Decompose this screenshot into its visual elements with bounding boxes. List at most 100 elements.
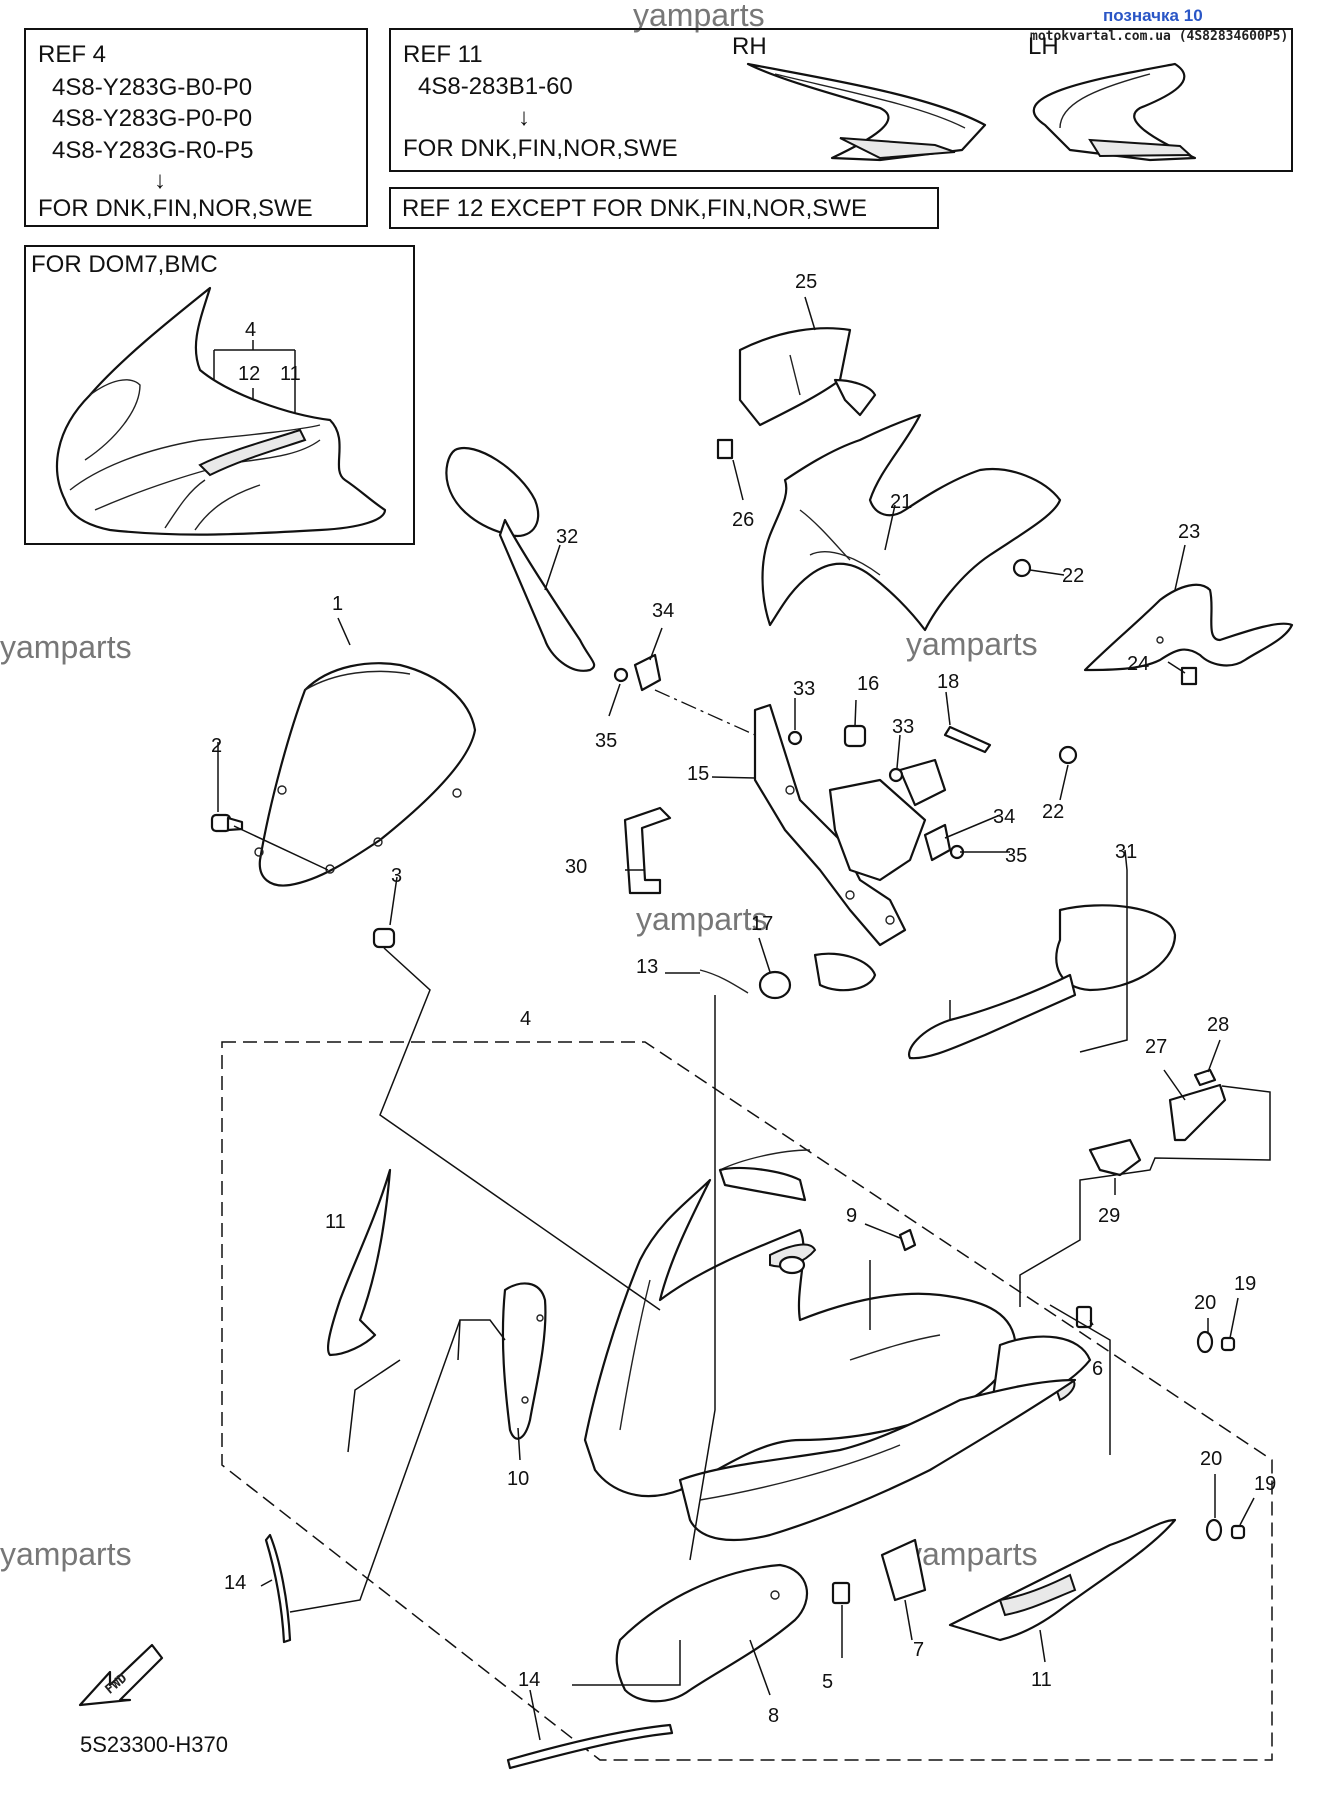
callout-24: 24 xyxy=(1127,653,1149,675)
callout-20-lower: 20 xyxy=(1200,1448,1222,1470)
grommet-16 xyxy=(843,724,867,748)
clip-26 xyxy=(716,438,734,460)
callout-29: 29 xyxy=(1098,1205,1120,1227)
watermark-mid-2: yamparts xyxy=(636,901,768,937)
screw-19-lower xyxy=(1230,1524,1246,1540)
callout-22-upper: 22 xyxy=(1062,565,1084,587)
callout-3: 3 xyxy=(391,865,402,887)
decal-lh xyxy=(1032,62,1197,162)
leader-lines xyxy=(217,296,1271,1741)
screw-19-upper xyxy=(1220,1336,1236,1352)
screw-9 xyxy=(898,1228,917,1252)
callout-5: 5 xyxy=(822,1671,833,1693)
decal-11-left xyxy=(326,1168,392,1357)
clip-5 xyxy=(831,1581,851,1605)
grommet-17 xyxy=(758,970,792,1000)
washer-20-upper xyxy=(1196,1330,1214,1354)
bracket-27 xyxy=(1168,1083,1227,1142)
side-cowling-lower xyxy=(678,1378,1077,1542)
callout-18: 18 xyxy=(937,671,959,693)
inset-label-4: 4 xyxy=(245,319,256,341)
nut-33-right xyxy=(888,767,904,783)
ref12-text: REF 12 EXCEPT FOR DNK,FIN,NOR,SWE xyxy=(402,195,867,222)
washer-20-lower xyxy=(1205,1518,1223,1542)
callout-31: 31 xyxy=(1115,841,1137,863)
upper-cowling xyxy=(583,1149,1076,1498)
callout-26: 26 xyxy=(732,509,754,531)
callout-23: 23 xyxy=(1178,521,1200,543)
diagram-code: 5S23300-H370 xyxy=(80,1732,228,1757)
callout-11-right: 11 xyxy=(1031,1669,1052,1691)
callout-34-left: 34 xyxy=(652,600,674,622)
callout-30: 30 xyxy=(565,856,587,878)
inner-panel-25 xyxy=(738,327,877,427)
bracket-7 xyxy=(880,1538,927,1602)
ref11-box: REF 11 4S8-283B1-60 ↓ FOR DNK,FIN,NOR,SW… xyxy=(389,28,1293,172)
mount-34-35-left xyxy=(613,653,662,692)
ref4-code-3: 4S8-Y283G-R0-P5 xyxy=(52,137,253,164)
callout-15: 15 xyxy=(687,763,709,785)
mirror-right xyxy=(907,904,1177,1060)
bracket-29 xyxy=(1088,1138,1142,1177)
mirror-left xyxy=(445,447,596,672)
ref4-title: REF 4 xyxy=(38,41,106,68)
inset-title: FOR DOM7,BMC xyxy=(31,251,218,278)
panel-bracket-23 xyxy=(1083,583,1294,672)
callout-34-right: 34 xyxy=(993,806,1015,828)
ref4-markets: FOR DNK,FIN,NOR,SWE xyxy=(38,195,313,222)
inner-panel-10 xyxy=(501,1282,547,1440)
badge-label: позначка 10 xyxy=(1103,6,1203,25)
watermark-left-2: yamparts xyxy=(0,1536,132,1572)
callout-11-left: 11 xyxy=(325,1211,346,1233)
callout-17: 17 xyxy=(751,913,773,935)
fairing-stay-15 xyxy=(753,703,947,947)
trim-14-left xyxy=(264,1533,292,1644)
callout-21: 21 xyxy=(890,491,912,513)
lower-cowling-8 xyxy=(615,1563,809,1703)
ref4-code-2: 4S8-Y283G-P0-P0 xyxy=(52,105,252,132)
wire-13 xyxy=(699,969,749,994)
callout-20-upper: 20 xyxy=(1194,1292,1216,1314)
watermark-left-1: yamparts xyxy=(0,629,132,665)
decal-11-right xyxy=(948,1518,1177,1642)
bracket-30 xyxy=(623,806,672,895)
watermark-right: yamparts xyxy=(906,1536,1038,1572)
callout-22-lower: 22 xyxy=(1042,801,1064,823)
callout-28: 28 xyxy=(1207,1014,1229,1036)
ref4-arrow: ↓ xyxy=(154,167,166,194)
bolt-22-upper xyxy=(1012,558,1032,578)
callout-35-right: 35 xyxy=(1005,845,1027,867)
callout-9: 9 xyxy=(846,1205,857,1227)
callout-14-left: 14 xyxy=(224,1572,246,1594)
intake-duct xyxy=(718,1166,807,1275)
inset-label-11: 11 xyxy=(280,363,301,385)
fwd-arrow-icon: FWD xyxy=(78,1643,164,1707)
bracket-17-base xyxy=(813,952,877,992)
callout-33-left: 33 xyxy=(793,678,815,700)
watermark-mid-1: yamparts xyxy=(906,626,1038,662)
callout-2: 2 xyxy=(211,735,222,757)
callout-19-upper: 19 xyxy=(1234,1273,1256,1295)
callout-14-bottom: 14 xyxy=(518,1669,540,1691)
ref11-rh: RH xyxy=(732,33,767,60)
watermark-top: yamparts xyxy=(633,0,765,33)
nut-3 xyxy=(372,927,396,949)
callout-16: 16 xyxy=(857,673,879,695)
ref12-box: REF 12 EXCEPT FOR DNK,FIN,NOR,SWE xyxy=(389,187,939,229)
callout-25: 25 xyxy=(795,271,817,293)
ref4-code-1: 4S8-Y283G-B0-P0 xyxy=(52,74,252,101)
callout-33-right: 33 xyxy=(892,716,914,738)
inset-box: FOR DOM7,BMC 4 12 11 xyxy=(24,245,415,545)
screw-2 xyxy=(210,813,244,833)
callout-13: 13 xyxy=(636,956,658,978)
inner-bracket-21 xyxy=(761,413,1062,632)
ref4-box: REF 4 4S8-Y283G-B0-P0 4S8-Y283G-P0-P0 4S… xyxy=(24,28,368,227)
callout-35-left: 35 xyxy=(595,730,617,752)
bolt-22-lower xyxy=(1058,745,1078,765)
callout-4: 4 xyxy=(520,1008,531,1030)
callout-8: 8 xyxy=(768,1705,779,1727)
site-label: motokvartal.com.ua (4S82834600P5) xyxy=(1030,29,1288,44)
mount-34-35-right xyxy=(923,823,965,862)
callout-1: 1 xyxy=(332,593,343,615)
inset-label-12: 12 xyxy=(238,363,260,385)
